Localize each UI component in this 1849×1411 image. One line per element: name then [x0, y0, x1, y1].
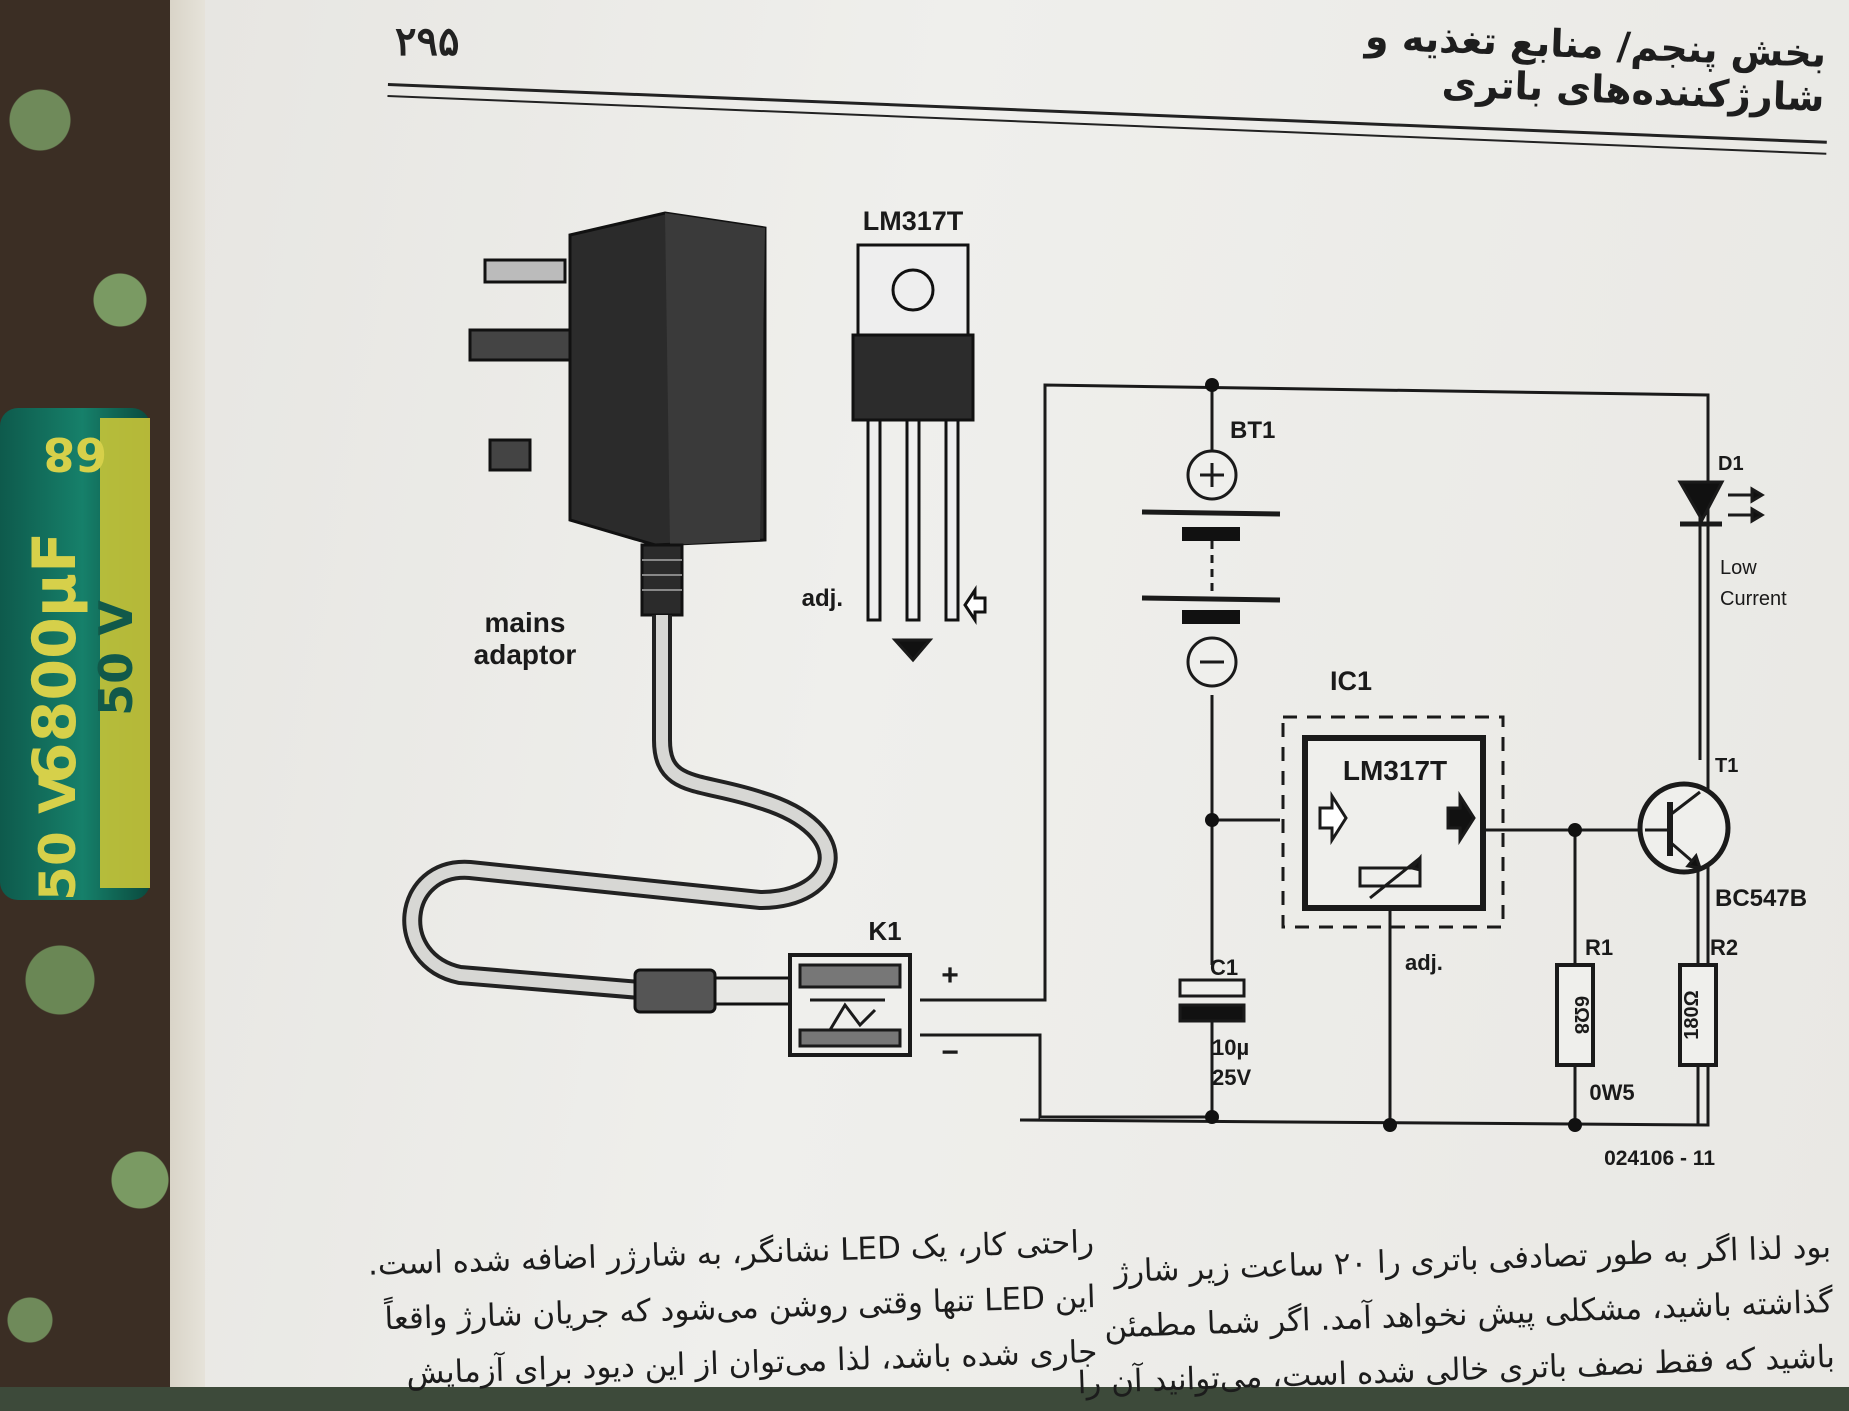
capacitor-partial-value: 68: [43, 427, 107, 481]
body-text-left-column: راحتی کار، یک LED نشانگر، به شارژر اضافه…: [338, 1215, 1098, 1404]
book-page: [205, 0, 1849, 1387]
connector-ref: K1: [868, 916, 901, 946]
r2-ref: R2: [1710, 935, 1738, 960]
transistor-ref: T1: [1715, 755, 1738, 777]
transistor-type: BC547B: [1715, 885, 1807, 912]
t1-transistor-symbol: [1637, 781, 1731, 875]
adaptor-label-line2: adaptor: [474, 639, 577, 670]
r1-power: 0W5: [1589, 1080, 1634, 1105]
d1-led-symbol: [1677, 480, 1765, 527]
r1-value: 6Ω8: [1570, 996, 1592, 1034]
capacitor-value-text: 6800µF: [20, 532, 90, 784]
cap-value-line1: 10µ: [1212, 1035, 1249, 1060]
figure-code: 024106 - 11: [1604, 1147, 1715, 1170]
connector-minus: −: [941, 1036, 959, 1069]
battery-symbol: [1141, 449, 1281, 688]
package-label: LM317T: [863, 206, 964, 236]
capacitor-voltage-text-2: 50 V: [29, 775, 87, 900]
ic1-symbol: [1281, 715, 1505, 929]
ic-label: LM317T: [1343, 755, 1447, 786]
mains-adaptor-drawing: [402, 211, 838, 1014]
adaptor-label-line1: mains: [485, 607, 566, 638]
r1-ref: R1: [1585, 935, 1613, 960]
diode-ref: D1: [1718, 453, 1744, 475]
battery-label: BT1: [1230, 417, 1275, 444]
capacitor-voltage-text: 50 V: [89, 600, 143, 716]
package-pin-label: adj.: [802, 585, 843, 612]
lm317-package-drawing: [851, 243, 987, 663]
r1-resistor-symbol: [1555, 963, 1595, 1067]
ic-adj-label: adj.: [1405, 950, 1443, 975]
body-text-right-column: بود لذا اگر به طور تصادفی باتری را ۲۰ سا…: [1077, 1220, 1835, 1409]
c1-capacitor-symbol: [1178, 978, 1246, 1023]
capacitor-photo: 6800µF 50 V 50 V 68: [0, 408, 150, 900]
connector-plus: +: [941, 959, 959, 992]
diode-note-line2: Current: [1720, 588, 1787, 610]
r2-resistor-symbol: [1678, 963, 1718, 1067]
cap-ref: C1: [1210, 955, 1238, 980]
page-number: ۲۹۵: [395, 18, 460, 65]
r2-value: 180Ω: [1681, 990, 1703, 1039]
k1-connector-symbol: [788, 953, 912, 1057]
cap-value-line2: 25V: [1212, 1065, 1251, 1090]
ic-ref: IC1: [1330, 666, 1372, 696]
diode-note-line1: Low: [1720, 557, 1757, 579]
schematic-wires: [920, 383, 1710, 1127]
